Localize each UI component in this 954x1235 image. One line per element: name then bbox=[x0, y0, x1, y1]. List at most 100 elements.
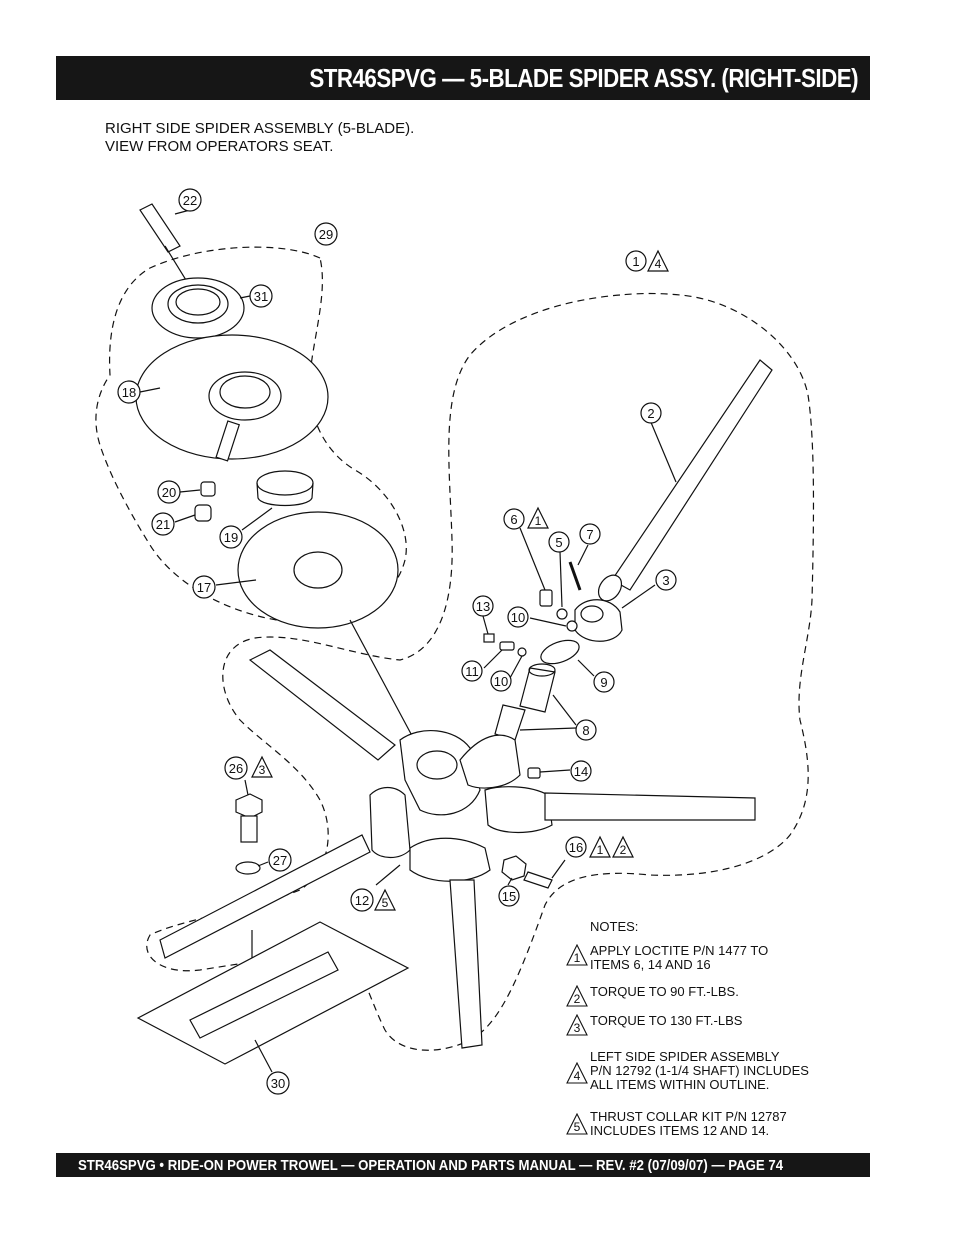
part-16-bolt bbox=[523, 871, 553, 889]
notes-heading: NOTES: bbox=[590, 919, 639, 934]
part-5-nut bbox=[556, 608, 568, 620]
part-9-ring bbox=[540, 639, 580, 665]
svg-text:7: 7 bbox=[586, 527, 593, 542]
arm-bottom bbox=[449, 879, 483, 1049]
page-title: STR46SPVG — 5-BLADE SPIDER ASSY. (RIGHT-… bbox=[309, 62, 858, 93]
part-8-bushing-a bbox=[519, 667, 556, 713]
part-26-bolt-head bbox=[235, 793, 263, 819]
diagram-description: RIGHT SIDE SPIDER ASSEMBLY (5-BLADE). VI… bbox=[105, 120, 414, 156]
leader-10-upper bbox=[529, 617, 567, 627]
part-17-disc bbox=[237, 511, 399, 629]
part-30-blade-bar bbox=[189, 951, 339, 1039]
description-line-2: VIEW FROM OPERATORS SEAT. bbox=[105, 138, 334, 155]
callout-17: 17 bbox=[192, 575, 216, 599]
svg-text:1: 1 bbox=[574, 951, 581, 965]
triangle-note-5-item-12: 5 bbox=[374, 888, 396, 911]
svg-text:12: 12 bbox=[355, 893, 369, 908]
callout-21: 21 bbox=[151, 512, 175, 536]
note-1-triangle: 1 bbox=[566, 944, 588, 966]
svg-text:2: 2 bbox=[574, 992, 581, 1006]
part-20-fitting bbox=[200, 481, 216, 497]
callout-6: 6 bbox=[503, 508, 525, 530]
callout-31: 31 bbox=[249, 284, 273, 308]
leader-11 bbox=[483, 649, 503, 669]
leader-26 bbox=[244, 779, 249, 796]
svg-text:3: 3 bbox=[662, 573, 669, 588]
triangle-note-3-item-26: 3 bbox=[251, 755, 273, 778]
svg-text:18: 18 bbox=[122, 385, 136, 400]
svg-text:30: 30 bbox=[271, 1076, 285, 1091]
callout-12: 12 bbox=[350, 888, 374, 912]
page-footer-bar: STR46SPVG • RIDE-ON POWER TROWEL — OPERA… bbox=[56, 1153, 870, 1177]
svg-text:14: 14 bbox=[574, 764, 588, 779]
svg-text:2: 2 bbox=[620, 843, 627, 857]
note-5-triangle: 5 bbox=[566, 1113, 588, 1135]
callout-11: 11 bbox=[461, 660, 483, 682]
svg-text:5: 5 bbox=[555, 535, 562, 550]
part-7-pin bbox=[568, 561, 582, 591]
leader-8a bbox=[552, 694, 577, 726]
leader-19 bbox=[241, 507, 273, 531]
page-title-bar: STR46SPVG — 5-BLADE SPIDER ASSY. (RIGHT-… bbox=[56, 56, 870, 100]
callout-2: 2 bbox=[640, 402, 662, 424]
arm-lower-left bbox=[159, 834, 371, 959]
svg-text:10: 10 bbox=[494, 674, 508, 689]
leader-31 bbox=[239, 295, 251, 299]
leader-7 bbox=[577, 544, 589, 566]
svg-text:4: 4 bbox=[655, 257, 662, 271]
note-5-line-2: INCLUDES ITEMS 12 AND 14. bbox=[590, 1123, 770, 1138]
triangle-note-1-item-6: 1 bbox=[527, 506, 549, 529]
svg-text:9: 9 bbox=[600, 675, 607, 690]
callout-5: 5 bbox=[548, 531, 570, 553]
leader-12 bbox=[375, 864, 401, 886]
part-10-washer bbox=[566, 620, 578, 632]
part-2-shaft bbox=[611, 359, 773, 591]
callout-13: 13 bbox=[472, 595, 494, 617]
svg-text:1: 1 bbox=[632, 254, 639, 269]
svg-text:15: 15 bbox=[502, 889, 516, 904]
page-footer-text: STR46SPVG • RIDE-ON POWER TROWEL — OPERA… bbox=[78, 1156, 784, 1174]
svg-text:20: 20 bbox=[162, 485, 176, 500]
svg-text:26: 26 bbox=[229, 761, 243, 776]
leader-27 bbox=[257, 861, 269, 867]
svg-text:21: 21 bbox=[156, 517, 170, 532]
leader-8b bbox=[519, 727, 577, 731]
callout-26: 26 bbox=[224, 756, 248, 780]
leader-2 bbox=[649, 419, 677, 483]
note-4-line-2: P/N 12792 (1-1/4 SHAFT) INCLUDES bbox=[590, 1063, 809, 1078]
svg-text:11: 11 bbox=[465, 664, 479, 679]
note-4-line-1: LEFT SIDE SPIDER ASSEMBLY bbox=[590, 1049, 780, 1064]
svg-text:29: 29 bbox=[319, 227, 333, 242]
svg-text:3: 3 bbox=[574, 1021, 581, 1035]
outline-group-29 bbox=[95, 246, 407, 624]
svg-text:2: 2 bbox=[647, 406, 654, 421]
callout-30: 30 bbox=[266, 1071, 290, 1095]
leader-15 bbox=[507, 877, 513, 886]
leader-14 bbox=[539, 769, 571, 773]
callout-15: 15 bbox=[498, 885, 520, 907]
part-19-sleeve bbox=[256, 470, 314, 496]
leader-17 bbox=[215, 579, 257, 586]
part-10-washer-2 bbox=[517, 647, 527, 657]
leader-5 bbox=[559, 551, 563, 608]
svg-text:19: 19 bbox=[224, 530, 238, 545]
svg-text:17: 17 bbox=[197, 580, 211, 595]
callout-14: 14 bbox=[570, 760, 592, 782]
callout-29: 29 bbox=[314, 222, 338, 246]
callout-3: 3 bbox=[655, 569, 677, 591]
part-21-cap bbox=[194, 504, 212, 522]
leader-20 bbox=[179, 489, 201, 493]
note-5-line-1: THRUST COLLAR KIT P/N 12787 bbox=[590, 1109, 787, 1124]
outline-group-1 bbox=[146, 292, 815, 1051]
leader-10-lower bbox=[509, 655, 523, 679]
svg-text:31: 31 bbox=[254, 289, 268, 304]
leader-18 bbox=[139, 387, 161, 393]
part-11-bolt bbox=[499, 641, 515, 651]
svg-text:5: 5 bbox=[574, 1120, 581, 1134]
description-line-1: RIGHT SIDE SPIDER ASSEMBLY (5-BLADE). bbox=[105, 120, 415, 137]
svg-text:6: 6 bbox=[510, 512, 517, 527]
note-1-line-1: APPLY LOCTITE P/N 1477 TO bbox=[590, 943, 769, 958]
svg-text:1: 1 bbox=[597, 843, 604, 857]
svg-text:27: 27 bbox=[273, 853, 287, 868]
note-2-line-1: TORQUE TO 90 FT.-LBS. bbox=[590, 984, 739, 999]
